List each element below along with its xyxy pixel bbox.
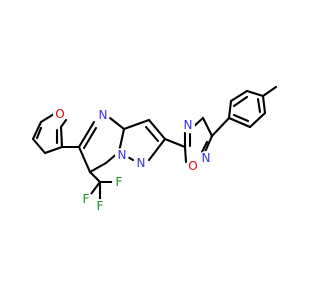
atom-n-pyrazole: N xyxy=(134,156,148,170)
bond xyxy=(77,145,92,174)
bond xyxy=(59,118,68,129)
bond xyxy=(232,113,250,123)
atom-label: O xyxy=(188,159,197,173)
bond xyxy=(227,116,252,129)
atom-label: N xyxy=(184,118,193,132)
atom-o-oxadiazole: O xyxy=(186,159,200,173)
molecule-structure: O N N N N O N F xyxy=(31,85,278,213)
atom-n-oxadiazole-4: N xyxy=(181,118,195,132)
bond xyxy=(89,180,102,196)
trifluoromethyl-group xyxy=(88,170,115,202)
bond xyxy=(261,85,278,98)
bond xyxy=(144,125,160,143)
atom-labels: O N N N N O N F xyxy=(53,107,213,213)
bond xyxy=(147,118,167,141)
bond xyxy=(248,111,267,129)
bond xyxy=(108,116,126,131)
pyrimidine-ring xyxy=(77,116,126,174)
atom-label: N xyxy=(118,148,127,162)
bond xyxy=(201,116,214,138)
bond xyxy=(35,126,43,140)
bond xyxy=(31,120,43,141)
atom-o-furan: O xyxy=(53,107,67,121)
bond xyxy=(261,94,267,115)
atom-label: F xyxy=(83,192,90,206)
atom-label: F xyxy=(97,199,104,213)
atom-f-1: F xyxy=(79,192,93,206)
atom-label: F xyxy=(116,175,123,189)
bond-layer xyxy=(31,85,278,202)
bond xyxy=(163,137,187,149)
bond xyxy=(77,120,96,149)
atom-label: N xyxy=(202,151,211,165)
bond xyxy=(88,161,108,174)
bond xyxy=(31,137,47,155)
furan-ring xyxy=(31,112,68,155)
atom-f-2: F xyxy=(93,199,107,213)
atom-n-oxadiazole-2: N xyxy=(199,151,213,165)
bond xyxy=(82,126,98,150)
atom-label: N xyxy=(99,108,108,122)
bond xyxy=(43,145,64,155)
bond xyxy=(227,99,233,120)
pyrazole-ring xyxy=(122,118,167,162)
bond xyxy=(117,127,126,154)
atom-label: N xyxy=(137,156,146,170)
atom-n-pyrimidine: N xyxy=(96,108,110,122)
bond xyxy=(59,125,64,149)
bond xyxy=(229,89,249,103)
atom-n-bridge: N xyxy=(115,148,129,162)
bond xyxy=(256,97,262,114)
tolyl-ring xyxy=(227,89,267,129)
bond xyxy=(203,134,214,154)
bond xyxy=(147,137,167,162)
oxadiazole-ring xyxy=(183,116,214,164)
bond xyxy=(245,89,265,98)
bond xyxy=(39,112,56,124)
atom-label: O xyxy=(55,107,64,121)
bond xyxy=(183,145,188,164)
bond xyxy=(210,116,231,138)
bond xyxy=(88,170,102,184)
bond xyxy=(232,95,249,108)
atom-f-3: F xyxy=(112,175,126,189)
bond xyxy=(122,118,151,131)
bond xyxy=(200,140,209,154)
